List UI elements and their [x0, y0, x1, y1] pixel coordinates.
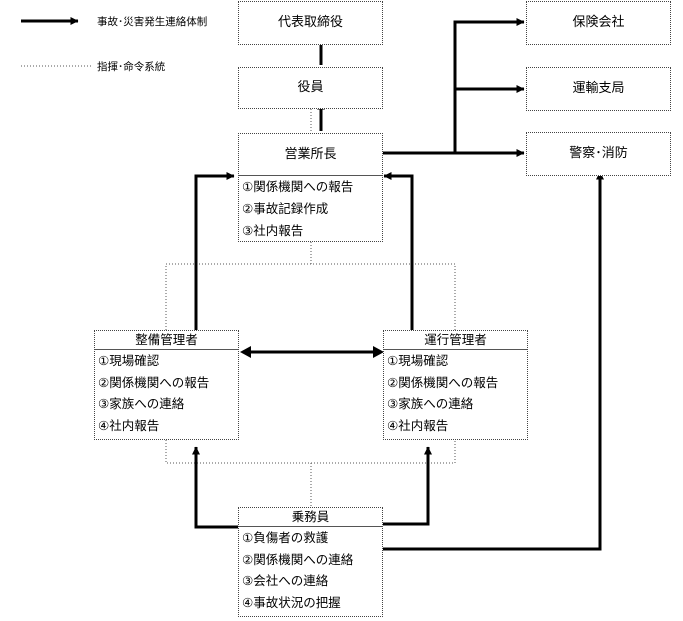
office-manager-item: ③社内報告 — [242, 223, 304, 238]
ceo-label: 代表取締役 — [277, 15, 343, 30]
command-chain-lines — [21, 65, 456, 507]
operation-manager-item: ②関係機関への報告 — [387, 374, 499, 390]
operation-to-manager-arrow — [383, 172, 414, 330]
legend-dotted-label: 指揮･命令系統 — [97, 61, 166, 73]
insurance-box: 保険会社 — [526, 1, 671, 45]
crew-item: ④事故状況の把握 — [242, 594, 341, 610]
reporting-arrows — [21, 17, 604, 551]
office-manager-box: 営業所長 ①関係機関への報告 ②事故記録作成 ③社内報告 — [238, 133, 383, 242]
office-manager-item: ②事故記録作成 — [242, 201, 329, 216]
maintenance-manager-item: ④社内報告 — [98, 417, 160, 433]
maintenance-manager-item: ①現場確認 — [98, 353, 160, 368]
maintenance-manager-item: ②関係機関への報告 — [98, 374, 210, 390]
officer-box: 役員 — [238, 67, 383, 109]
crew-item: ③会社への連絡 — [242, 573, 329, 588]
operation-manager-item: ①現場確認 — [387, 353, 449, 368]
maintenance-manager-item: ③家族への連絡 — [98, 396, 185, 411]
lower-bracket-dotted — [165, 440, 456, 464]
transport-bureau-box: 運輸支局 — [526, 67, 671, 111]
crew-to-operation-arrow — [382, 446, 432, 526]
crew-to-police-arrow — [382, 171, 604, 551]
maintenance-to-manager-arrow — [194, 172, 235, 330]
operation-manager-item: ③家族への連絡 — [387, 396, 474, 411]
legend-solid-label: 事故･災害発生連絡体制 — [97, 16, 208, 28]
crew-item: ①負傷者の救護 — [242, 530, 329, 545]
ceo-box: 代表取締役 — [238, 1, 383, 45]
crew-to-maintenance-arrow — [192, 446, 238, 529]
office-manager-title: 営業所長 — [239, 134, 382, 176]
left-arrowhead — [240, 346, 251, 358]
operation-manager-title: 運行管理者 — [384, 331, 527, 350]
maintenance-manager-title: 整備管理者 — [95, 331, 238, 350]
crew-item: ②関係機関への連絡 — [242, 551, 354, 567]
officer-label: 役員 — [297, 80, 324, 95]
transport-bureau-label: 運輸支局 — [572, 81, 625, 96]
police-fire-box: 警察･消防 — [526, 132, 671, 176]
police-fire-label: 警察･消防 — [569, 146, 628, 161]
operation-manager-item: ④社内報告 — [387, 417, 449, 433]
operation-manager-box: 運行管理者 ①現場確認 ②関係機関への報告 ③家族への連絡 ④社内報告 — [383, 330, 528, 440]
insurance-label: 保険会社 — [572, 15, 625, 30]
crew-title: 乗務員 — [239, 508, 382, 527]
crew-box: 乗務員 ①負傷者の救護 ②関係機関への連絡 ③会社への連絡 ④事故状況の把握 — [238, 507, 383, 617]
office-manager-item: ①関係機関への報告 — [242, 179, 354, 194]
upper-bracket-dotted — [165, 263, 456, 330]
right-arrowhead — [373, 346, 384, 358]
maintenance-manager-box: 整備管理者 ①現場確認 ②関係機関への報告 ③家族への連絡 ④社内報告 — [94, 330, 239, 440]
